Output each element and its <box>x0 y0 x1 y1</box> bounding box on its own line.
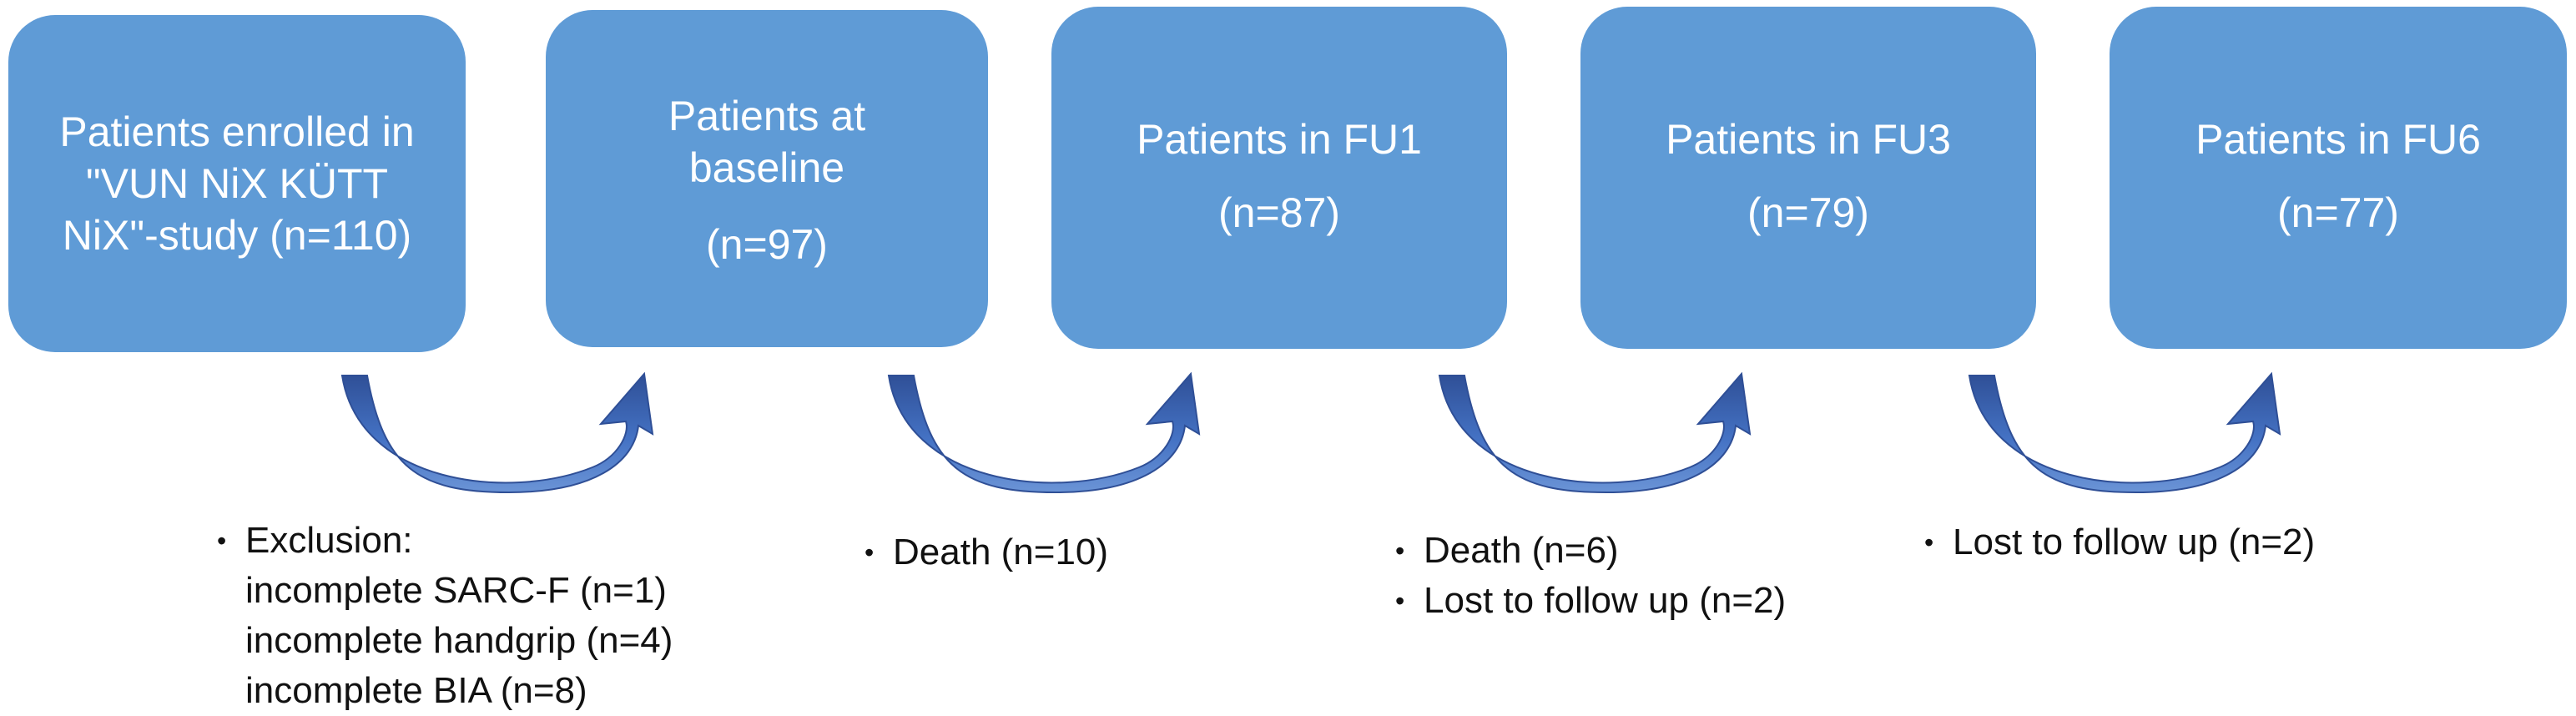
stage-label-line: Patients enrolled in <box>59 108 415 155</box>
transition-note-baseline-fu1: • Death (n=10) <box>865 527 1108 577</box>
curved-arrow-icon <box>1968 371 2281 494</box>
curved-arrow-icon <box>1438 371 1752 494</box>
note-text: Lost to follow up (n=2) <box>1424 580 1787 621</box>
note-text: Death (n=6) <box>1424 530 1619 571</box>
stage-box-baseline: Patients at baseline (n=97) <box>546 10 988 347</box>
stage-box-fu3: Patients in FU3 (n=79) <box>1580 7 2036 349</box>
stage-count: (n=79) <box>1747 189 1869 236</box>
stage-label-line: Patients in FU6 <box>2195 116 2481 163</box>
note-bullet-item: • Exclusion: <box>217 516 673 566</box>
bullet-icon: • <box>1395 536 1405 566</box>
stage-count: (n=77) <box>2277 189 2399 236</box>
note-text: Lost to follow up (n=2) <box>1953 522 2316 562</box>
stage-count: (n=87) <box>1218 189 1340 236</box>
stage-count: (n=97) <box>706 221 828 268</box>
bullet-icon: • <box>1924 527 1934 557</box>
stage-box-fu6: Patients in FU6 (n=77) <box>2110 7 2567 349</box>
curved-arrow-icon <box>340 371 654 494</box>
stage-label-line: NiX"-study (n=110) <box>62 212 412 259</box>
note-sub-item: incomplete handgrip (n=4) <box>245 620 673 661</box>
note-text: Exclusion: <box>245 520 413 561</box>
stage-label-line: baseline <box>688 144 845 191</box>
note-sub-item: incomplete SARC-F (n=1) <box>245 570 667 611</box>
bullet-icon: • <box>1395 586 1405 616</box>
note-bullet-item: • Lost to follow up (n=2) <box>1395 576 1786 626</box>
stage-label-line: "VUN NiX KÜTT <box>85 160 389 207</box>
transition-note-fu1-fu3: • Death (n=6) • Lost to follow up (n=2) <box>1395 526 1786 626</box>
stage-label-line: Patients at <box>668 93 866 139</box>
note-bullet-item: • Lost to follow up (n=2) <box>1924 517 2315 567</box>
transition-note-exclusion: • Exclusion: incomplete SARC-F (n=1) inco… <box>217 516 673 716</box>
note-sub-item: incomplete BIA (n=8) <box>245 670 587 711</box>
curved-arrow-icon <box>887 371 1201 494</box>
note-text: Death (n=10) <box>893 532 1109 572</box>
bullet-icon: • <box>865 537 875 567</box>
note-bullet-item: • Death (n=10) <box>865 527 1108 577</box>
stage-box-enrolled: Patients enrolled in "VUN NiX KÜTT NiX"-… <box>8 15 466 352</box>
stage-label-line: Patients in FU1 <box>1137 116 1422 163</box>
stage-box-fu1: Patients in FU1 (n=87) <box>1051 7 1507 349</box>
stage-label-line: Patients in FU3 <box>1666 116 1951 163</box>
transition-note-fu3-fu6: • Lost to follow up (n=2) <box>1924 517 2315 567</box>
bullet-icon: • <box>217 526 227 556</box>
note-bullet-item: • Death (n=6) <box>1395 526 1786 576</box>
